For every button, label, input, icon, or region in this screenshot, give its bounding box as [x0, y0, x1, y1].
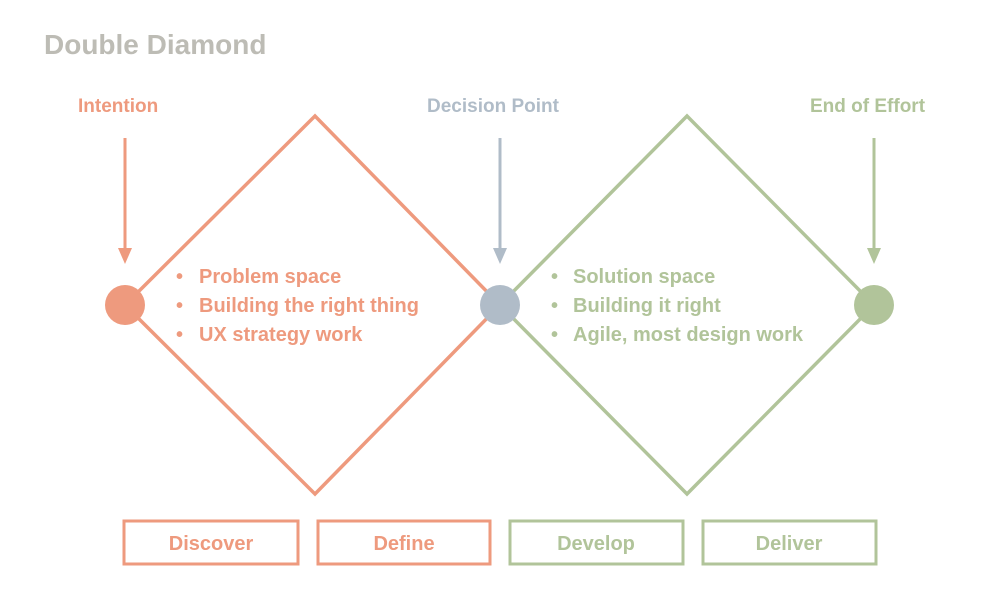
phase-label: Define [373, 533, 434, 555]
list-item: Solution space [573, 266, 715, 288]
list-item: Building the right thing [199, 295, 419, 317]
list-item: Building it right [573, 295, 721, 317]
end-of-effort-arrow [867, 138, 881, 264]
bullet-glyph: • [551, 324, 558, 346]
phase-discover: Discover [122, 519, 300, 566]
bullet-glyph: • [551, 295, 558, 317]
end-of-effort-label: End of Effort [810, 96, 926, 117]
phase-develop: Develop [508, 519, 685, 566]
bullet-glyph: • [176, 324, 183, 346]
intention-label: Intention [78, 96, 158, 117]
solution-diamond-list: • Solution space • Building it right • A… [551, 266, 804, 346]
phase-label: Develop [557, 533, 635, 555]
phase-deliver: Deliver [701, 519, 878, 566]
decision-point-arrow [493, 138, 507, 264]
bullet-glyph: • [176, 266, 183, 288]
list-item: UX strategy work [199, 324, 363, 346]
phase-label: Deliver [756, 533, 823, 555]
intention-arrow [118, 138, 132, 264]
phase-define: Define [316, 519, 492, 566]
list-item: Problem space [199, 266, 341, 288]
intention-node [105, 285, 145, 325]
phase-label: Discover [169, 533, 254, 555]
list-item: Agile, most design work [573, 324, 804, 346]
end-of-effort-node [854, 285, 894, 325]
page-title: Double Diamond [44, 29, 266, 60]
decision-point-node [480, 285, 520, 325]
bullet-glyph: • [551, 266, 558, 288]
decision-point-label: Decision Point [427, 96, 560, 117]
problem-diamond-list: • Problem space • Building the right thi… [176, 266, 419, 346]
bullet-glyph: • [176, 295, 183, 317]
